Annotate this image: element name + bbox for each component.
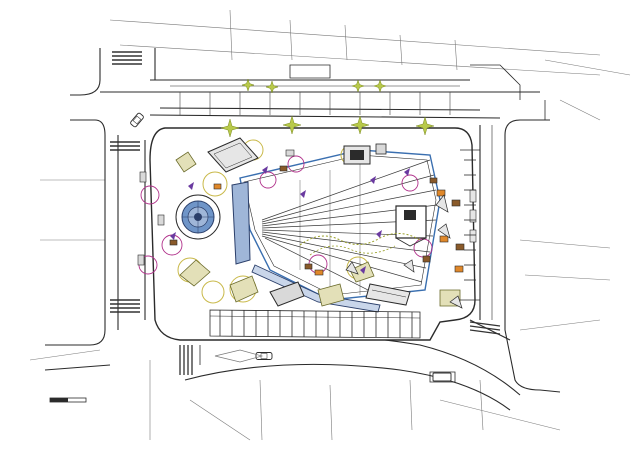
bench-icon — [469, 189, 477, 203]
bench-icon — [469, 209, 477, 223]
south-crosswalk — [179, 345, 193, 375]
bench-icon — [429, 177, 438, 184]
palm-tree-icon — [282, 115, 302, 135]
inner-plaza-edge — [243, 154, 437, 296]
car-icon — [130, 112, 144, 128]
palm-tree-icon — [241, 78, 255, 92]
bench-icon — [455, 243, 465, 251]
shade-circle — [201, 280, 225, 304]
background-street-grid — [29, 9, 631, 441]
kiosk-north-west — [207, 137, 259, 173]
east-crosswalk — [469, 321, 501, 335]
planter-marker — [403, 259, 415, 273]
planter-marker — [437, 223, 451, 239]
south-colonnade — [209, 309, 421, 339]
palm-tree-icon — [415, 116, 435, 136]
bench-icon — [169, 239, 178, 246]
bench-icon — [137, 254, 145, 266]
west-crosswalk-mid — [110, 141, 140, 151]
tree-canopy — [287, 155, 305, 173]
shade-structure — [229, 275, 259, 303]
bench-icon — [469, 229, 477, 243]
bench-icon — [279, 165, 288, 172]
west-plaza-elements — [137, 149, 295, 266]
tree-canopy — [140, 185, 160, 205]
kiosk-south — [365, 283, 411, 306]
bench-icon — [436, 189, 446, 197]
bench-icon — [213, 183, 222, 190]
west-crosswalk-top — [112, 51, 142, 65]
kiosk-east — [395, 205, 427, 247]
shade-circle — [202, 171, 228, 197]
west-channel-wall — [231, 181, 251, 265]
kiosk-icon — [207, 137, 259, 173]
palm-tree-icon — [350, 115, 370, 135]
kiosk-icon — [269, 281, 305, 307]
palm-tree-icon — [351, 79, 365, 93]
benches — [169, 165, 477, 276]
shade-structure — [175, 151, 197, 173]
bench-icon — [454, 265, 464, 273]
car-icon — [432, 372, 452, 382]
east-street — [469, 119, 561, 393]
kiosk-icon — [365, 283, 411, 306]
fountain-icon — [175, 194, 221, 240]
boat-shape — [214, 349, 264, 363]
bench-icon — [451, 199, 461, 207]
bench-icon — [314, 269, 324, 276]
planter-marker — [435, 194, 449, 213]
bench-icon — [157, 214, 165, 226]
palm-tree-row — [220, 78, 435, 138]
bench-icon — [139, 171, 147, 183]
direction-markers — [170, 166, 410, 274]
kiosk-north-center — [343, 143, 387, 165]
serpentine-path-2 — [309, 245, 396, 256]
west-crosswalk-bottom — [110, 299, 140, 313]
north-street — [100, 64, 546, 120]
bench-icon — [285, 149, 295, 157]
planter-markers — [345, 194, 463, 309]
tree-canopy — [259, 171, 277, 189]
palm-tree-icon — [265, 80, 279, 94]
west-street — [44, 48, 156, 371]
palm-tree-icon — [373, 79, 387, 93]
car-icon — [255, 352, 273, 360]
bench-icon — [422, 255, 431, 263]
palm-tree-icon — [220, 118, 240, 138]
tree-canopy — [401, 174, 419, 192]
scale-bar — [49, 397, 87, 403]
shade-structure — [179, 259, 211, 287]
south-street — [179, 333, 521, 411]
shade-structure — [317, 283, 345, 307]
planter-marker — [345, 261, 359, 275]
serpentine-path — [299, 233, 421, 246]
bench-icon — [439, 235, 449, 243]
kiosk-south-west — [269, 281, 305, 307]
north-street-dashes — [179, 92, 451, 115]
bench-icon — [304, 263, 313, 270]
planter-marker — [449, 295, 463, 309]
east-ledge — [460, 149, 481, 301]
